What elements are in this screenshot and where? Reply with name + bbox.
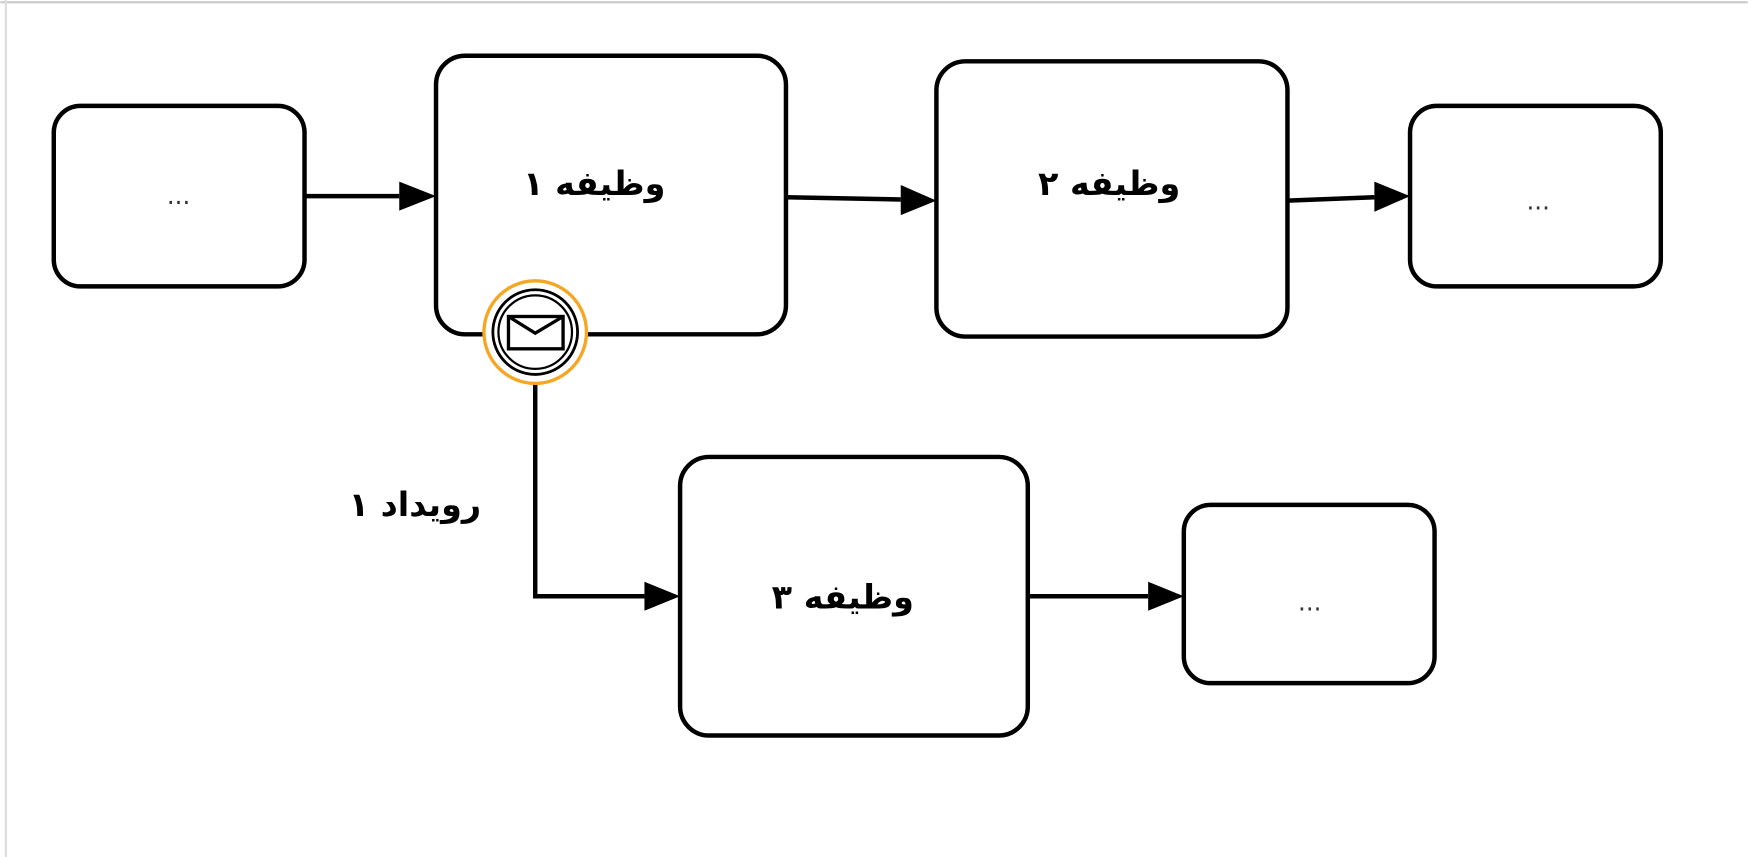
node-prev[interactable]: ...	[51, 103, 307, 289]
svg-text:...: ...	[1298, 588, 1321, 617]
svg-text:وظیفه ۱: وظیفه ۱	[523, 164, 665, 204]
flow-task1-task2[interactable]	[785, 195, 901, 202]
svg-text:وظیفه ۳: وظیفه ۳	[772, 577, 914, 617]
envelope-icon	[506, 314, 565, 351]
svg-text:...: ...	[167, 181, 190, 210]
node-next-3[interactable]: ...	[1181, 502, 1437, 686]
boundary-message-event[interactable]	[482, 279, 589, 386]
sequence-flows	[304, 181, 1411, 611]
node-next-2[interactable]: ...	[1407, 103, 1664, 289]
svg-text:وظیفه ۲: وظیفه ۲	[1038, 164, 1180, 204]
svg-text:...: ...	[1527, 187, 1550, 216]
task-1[interactable]: وظیفه ۱	[433, 53, 789, 337]
task-3[interactable]: وظیفه ۳	[677, 454, 1031, 738]
event-label: رویداد ۱	[349, 485, 482, 525]
flow-task2-next[interactable]	[1287, 195, 1375, 203]
task-2[interactable]: وظیفه ۲	[934, 59, 1290, 339]
flow-event-task3[interactable]	[532, 383, 645, 599]
